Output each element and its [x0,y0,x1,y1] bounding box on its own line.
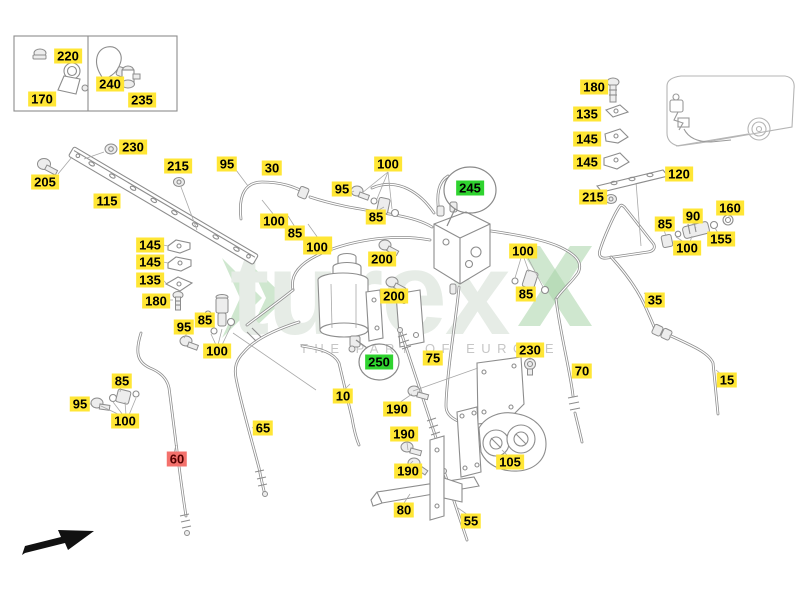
rail-115 [68,146,259,265]
part-label-85[interactable]: 85 [365,209,387,225]
part-label-30[interactable]: 30 [261,160,283,176]
clamp-170-part [57,62,89,95]
part-label-200[interactable]: 200 [368,251,396,267]
part-label-85[interactable]: 85 [284,225,306,241]
part-label-190[interactable]: 190 [390,426,418,442]
part-label-100[interactable]: 100 [673,240,701,256]
part-label-35[interactable]: 35 [644,292,666,308]
part-label-10[interactable]: 10 [332,388,354,404]
fitting-cluster-far-right [660,214,734,249]
part-label-100[interactable]: 100 [374,156,402,172]
part-label-65[interactable]: 65 [252,420,274,436]
nut-215-part [173,177,198,231]
part-label-215[interactable]: 215 [579,189,607,205]
part-label-95[interactable]: 95 [331,181,353,197]
fitting-cluster-right-mid [511,257,550,295]
part-label-95[interactable]: 95 [216,156,238,172]
pipe-70 [489,229,584,444]
part-label-120[interactable]: 120 [665,166,693,182]
bracket-145-part [167,239,192,272]
part-label-180[interactable]: 180 [142,293,170,309]
part-label-70[interactable]: 70 [571,363,593,379]
clamp-235-part [121,65,141,89]
hose-valve-down [444,285,461,423]
part-label-55[interactable]: 55 [460,513,482,529]
part-label-100[interactable]: 100 [303,239,331,255]
part-label-190[interactable]: 190 [394,463,422,479]
part-label-170[interactable]: 170 [28,91,56,107]
valve-245 [433,201,491,295]
fitting-cluster-bottom-left [90,386,140,416]
part-label-160[interactable]: 160 [716,200,744,216]
part-label-230[interactable]: 230 [516,342,544,358]
part-label-75[interactable]: 75 [422,350,444,366]
part-label-90[interactable]: 90 [682,208,704,224]
part-label-200[interactable]: 200 [380,288,408,304]
inset-box [13,35,178,112]
part-label-145[interactable]: 145 [573,154,601,170]
direction-arrow-icon [22,530,94,555]
part-label-85[interactable]: 85 [111,373,133,389]
part-label-205[interactable]: 205 [31,174,59,190]
part-label-80[interactable]: 80 [393,502,415,518]
part-label-145[interactable]: 145 [136,254,164,270]
part-label-250[interactable]: 250 [365,354,393,370]
bolt-205-part [37,156,73,176]
nut-230-right [524,357,536,376]
part-label-105[interactable]: 105 [496,454,524,470]
part-label-135[interactable]: 135 [136,272,164,288]
part-label-100[interactable]: 100 [203,343,231,359]
part-label-235[interactable]: 235 [128,92,156,108]
rod-75 [397,327,441,440]
part-label-145[interactable]: 145 [573,131,601,147]
part-label-60[interactable]: 60 [166,451,188,467]
part-label-100[interactable]: 100 [111,413,139,429]
part-label-155[interactable]: 155 [707,231,735,247]
part-label-100[interactable]: 100 [260,213,288,229]
callout-circle-245 [443,166,497,227]
part-label-95[interactable]: 95 [69,396,91,412]
part-label-85[interactable]: 85 [654,216,676,232]
part-label-180[interactable]: 180 [580,79,608,95]
part-label-85[interactable]: 85 [515,286,537,302]
pipe-65 [233,320,301,497]
part-label-135[interactable]: 135 [573,106,601,122]
part-label-115[interactable]: 115 [93,193,121,209]
part-label-85[interactable]: 85 [194,312,216,328]
part-label-220[interactable]: 220 [54,48,82,64]
part-label-100[interactable]: 100 [509,243,537,259]
watermark-chevron-icon [222,258,262,338]
part-label-245[interactable]: 245 [456,180,484,196]
part-label-230[interactable]: 230 [119,139,147,155]
part-label-95[interactable]: 95 [173,319,195,335]
part-label-145[interactable]: 145 [136,237,164,253]
nut-230-part [83,143,118,160]
part-label-190[interactable]: 190 [383,401,411,417]
callout-circle-250 [355,339,400,381]
watermark-x-icon [518,246,592,326]
clamp-220-part [32,48,47,60]
bolt-180-part [172,291,184,311]
part-label-215[interactable]: 215 [164,158,192,174]
truck-cab-icon [666,75,795,147]
part-label-15[interactable]: 15 [716,372,738,388]
plate-135-part [164,276,194,292]
reservoir-250 [317,252,384,353]
part-label-240[interactable]: 240 [96,76,124,92]
pipe-loop-right [598,181,656,260]
